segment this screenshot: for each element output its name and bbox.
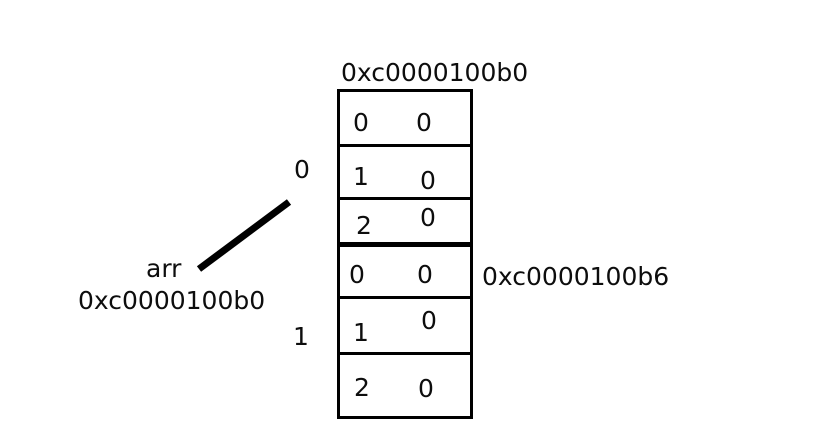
table-row: 0 0 [340,247,470,299]
cell-value: 0 [421,306,437,335]
table-row: 1 0 [340,299,470,355]
table-row: 1 0 [340,147,470,200]
table-row: 2 0 [340,200,470,244]
table-row: 2 0 [340,355,470,416]
table-row: 0 0 [340,92,470,147]
cell-value: 0 [418,374,434,403]
cell-value: 0 [416,108,432,137]
cell-index: 2 [356,211,372,240]
array-table: 0 0 1 0 2 0 0 0 1 0 2 0 [337,89,473,419]
second-block-address-label: 0xc0000100b6 [482,262,670,291]
cell-value: 0 [420,203,436,232]
pointer-name-label: arr [146,254,182,283]
cell-index: 0 [349,260,365,289]
cell-index: 2 [354,373,370,402]
outer-index-label-0: 0 [294,155,310,184]
cell-value: 0 [417,260,433,289]
array-block-0: 0 0 1 0 2 0 [340,92,470,247]
outer-index-label-1: 1 [293,322,309,351]
cell-value: 0 [420,166,436,195]
cell-index: 1 [353,318,369,347]
array-block-1: 0 0 1 0 2 0 [340,247,470,416]
pointer-address-label: 0xc0000100b0 [78,286,266,315]
cell-index: 0 [353,108,369,137]
top-address-label: 0xc0000100b0 [341,58,529,87]
cell-index: 1 [353,162,369,191]
